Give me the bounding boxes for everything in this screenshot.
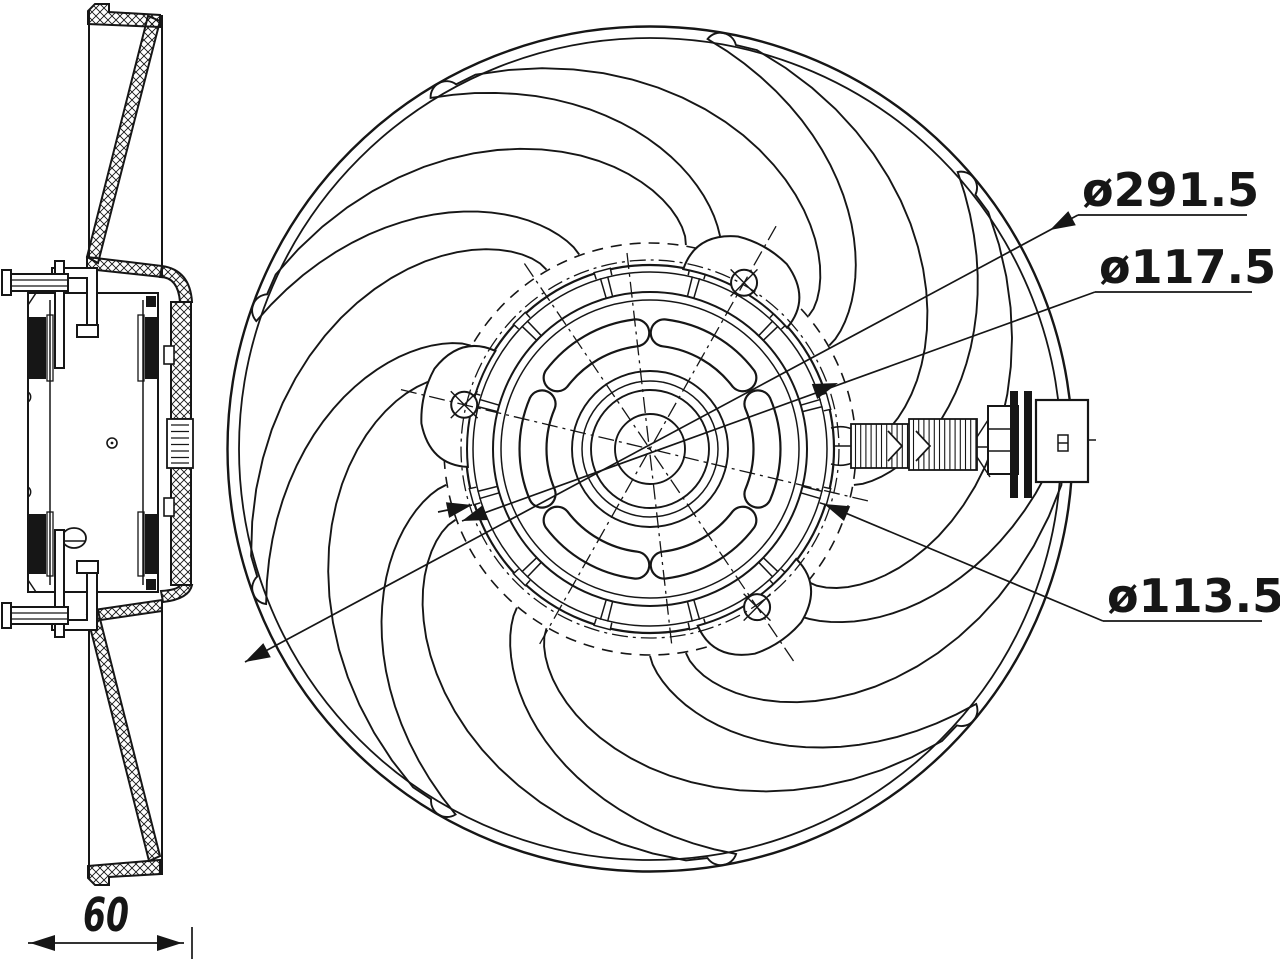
dim-outer-diameter: ø291.5 [244, 163, 1259, 663]
hub-clip [476, 398, 500, 413]
shroud-right-wall [159, 301, 194, 604]
hub-clip [758, 557, 780, 579]
lobe-axis-centerline [523, 263, 795, 662]
mount-comb [171, 424, 189, 464]
lobe-axis-centerline [400, 389, 869, 502]
brush-holder [29, 317, 46, 379]
bolt-circle-centerline [460, 259, 840, 639]
shaft-bore [614, 413, 686, 485]
dimension-arrowhead [1050, 211, 1076, 230]
dimension-arrowhead [445, 502, 472, 518]
dimension-arrowhead [245, 643, 271, 662]
lobe-axis-centerline [539, 225, 777, 645]
shroud-elbow-top [158, 264, 194, 303]
mounting-bracket-bottom [1, 529, 99, 638]
dimension-arrowhead [811, 383, 838, 399]
dim-depth: 60 [28, 888, 193, 959]
shaft-center [106, 437, 118, 449]
hub-clip [800, 485, 824, 500]
hub-clip [476, 485, 500, 500]
hub-vent-slot [649, 505, 758, 580]
dimension-arrowhead [462, 505, 489, 521]
shroud-elbow-bottom [159, 584, 194, 604]
fan-blade [327, 376, 457, 818]
hub-clip [520, 557, 542, 579]
hub-clip-base [512, 568, 531, 587]
fan-blade [251, 147, 687, 323]
hub-clip-base [468, 486, 481, 506]
hub-clip [599, 599, 614, 623]
mounting-bracket-top [1, 260, 99, 369]
fan-front-view [226, 25, 1096, 873]
blade-section-upper [85, 14, 162, 265]
dimension-leaders: ø291.5 ø117.5 ø113.5 [30, 163, 1280, 951]
fan-blade [706, 31, 929, 450]
connector-flange [1024, 391, 1032, 498]
hub-clip-base [593, 618, 613, 631]
fan-blade [250, 248, 548, 606]
dimension-arrowhead [157, 935, 182, 951]
dimension-arrowhead [30, 935, 55, 951]
side-section-view: 60 [1, 3, 194, 959]
brush-holder [29, 514, 46, 574]
dimension-arrowhead [824, 504, 851, 521]
leader-arrowheads [30, 211, 1076, 951]
shroud-lower-barrel [85, 598, 163, 886]
bolt-circle-label: ø117.5 [1099, 240, 1276, 294]
connector-flange [1010, 391, 1018, 498]
hub-clip [800, 398, 824, 413]
outer-diameter-label: ø291.5 [1082, 163, 1259, 217]
centerlines [460, 252, 840, 648]
connector-body [1034, 398, 1090, 484]
shroud-upper-barrel [85, 3, 194, 303]
loom-joint-chevron [915, 430, 932, 462]
hub-diameter-label: ø113.5 [1107, 569, 1280, 623]
dim-bolt-circle-diameter: ø117.5 [461, 240, 1276, 522]
fan-blade [808, 170, 1013, 589]
blade-section-lower [85, 609, 162, 863]
hub-clip [520, 319, 542, 341]
depth-label: 60 [83, 888, 129, 942]
hub-clip [599, 275, 614, 299]
motor-connector [830, 391, 1096, 498]
hub-clip [758, 319, 780, 341]
fan-blade [429, 67, 822, 317]
hub-clip [686, 275, 701, 299]
hub-clip [686, 599, 701, 623]
loom-joint-chevron [887, 430, 904, 462]
hub-clip-base [512, 311, 531, 330]
fan-blade [543, 628, 979, 793]
hub-clip-base [593, 267, 613, 280]
fan-blade [421, 519, 738, 867]
lobe-axes [400, 225, 869, 662]
motor-mount-window [166, 418, 194, 469]
dim-hub-diameter: ø113.5 [437, 503, 1280, 623]
motor-body-section [27, 292, 159, 593]
